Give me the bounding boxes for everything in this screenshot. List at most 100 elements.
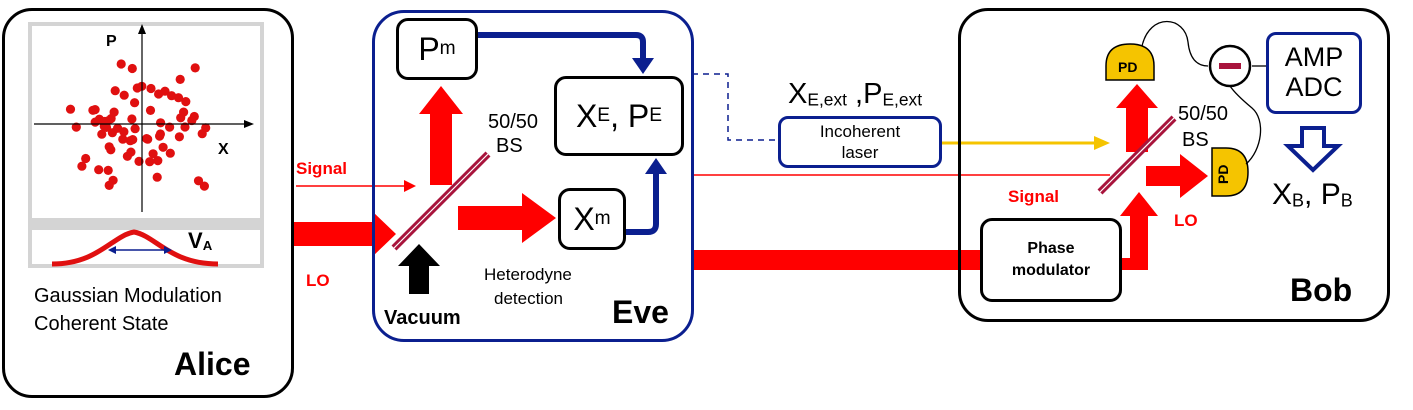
constellation-dot: [165, 148, 175, 158]
constellation-dot: [156, 118, 166, 128]
alice-panel: [2, 8, 294, 398]
lo-label-alice: LO: [306, 271, 330, 290]
pd-top-label: PD: [1118, 59, 1138, 75]
lo-beam-eve-bob: [692, 250, 982, 270]
constellation-dot: [127, 63, 137, 74]
constellation-dot: [104, 142, 114, 152]
signal-label-bob: Signal: [1008, 187, 1060, 206]
lo-beam-to-bob-bs: [1120, 192, 1158, 270]
constellation-dot: [110, 86, 120, 96]
constellation-dot: [180, 122, 190, 132]
constellation-dot: [128, 135, 138, 145]
alice-caption-line1: Gaussian Modulation: [34, 285, 222, 307]
constellation-dot: [173, 93, 184, 103]
lo-beam-alice: [294, 211, 396, 257]
constellation-dot: [103, 116, 113, 126]
constellation-dot: [119, 90, 129, 100]
constellation-dot: [167, 91, 177, 101]
constellation-dot: [94, 165, 104, 175]
xm-to-xe-head: [645, 158, 667, 174]
p-axis-label: P: [106, 33, 117, 50]
wire-pd-top: [1141, 20, 1209, 67]
bob-output-label: XB, PB: [1272, 178, 1353, 211]
constellation-dot: [126, 147, 136, 157]
x-axis-label: X: [218, 141, 229, 158]
constellation-dot: [187, 115, 197, 126]
bob-panel: [958, 8, 1390, 322]
constellation-dot: [130, 98, 140, 108]
constellation-dot: [90, 105, 100, 115]
constellation-dot: [104, 180, 114, 190]
constellation-area: [32, 26, 260, 218]
constellation-dot: [181, 97, 191, 107]
signal-label-alice: Signal: [296, 159, 348, 178]
constellation-dot: [155, 131, 165, 141]
constellation-dot: [134, 156, 144, 166]
constellation-dot: [90, 117, 100, 127]
minus-icon: [1219, 63, 1241, 69]
constellation-dot: [118, 134, 128, 144]
eve-bs-highlight: [393, 153, 489, 249]
p-axis-arrowhead: [138, 24, 146, 34]
gaussian-curve: [51, 229, 219, 267]
signal-arrowhead-alice: [404, 180, 416, 192]
variance-label: VA: [188, 228, 213, 253]
pd-right-shape: [1211, 147, 1249, 197]
variance-arrow-left: [108, 246, 116, 254]
x-axis-arrowhead: [244, 120, 254, 128]
heterodyne-label-line1: Heterodyne: [484, 265, 572, 284]
constellation-dot: [65, 104, 76, 114]
constellation-dot: [77, 161, 87, 171]
constellation-dot: [113, 123, 123, 133]
dashed-control-line: [692, 73, 778, 141]
vacuum-arrow: [398, 244, 440, 294]
bob-up-arrow: [1116, 84, 1158, 152]
eve-bs-label-line2: BS: [496, 135, 523, 157]
alice-caption-line2: Coherent State: [34, 313, 169, 335]
heterodyne-label-line2: detection: [494, 289, 563, 308]
constellation-dot: [160, 86, 170, 96]
constellation-dot: [190, 63, 200, 73]
bob-bs-label-line2: BS: [1182, 129, 1209, 151]
constellation-dots: [65, 59, 211, 191]
constellation-dot: [175, 74, 185, 84]
pm-to-xe-line: [478, 32, 646, 62]
bob-name: Bob: [1290, 272, 1353, 308]
eve-name: Eve: [612, 294, 669, 330]
constellation-dot: [201, 123, 211, 133]
eve-bs-label-line1: 50/50: [488, 111, 539, 133]
alice-name: Alice: [174, 346, 251, 382]
bob-bs-highlight: [1099, 117, 1175, 193]
constellation-dot: [143, 134, 153, 144]
output-arrow: [1283, 126, 1343, 173]
constellation-dot: [81, 153, 91, 164]
constellation-dot: [165, 122, 175, 132]
constellation-dot: [158, 142, 168, 152]
eve-panel: [372, 10, 694, 342]
laser-arrowhead: [1094, 136, 1110, 150]
constellation-dot: [103, 165, 113, 175]
constellation-dot: [193, 176, 204, 186]
constellation-dot: [146, 83, 156, 94]
lo-label-bob: LO: [1174, 211, 1198, 230]
constellation-dot: [176, 113, 186, 123]
pm-to-xe-head: [632, 58, 654, 74]
laser-output-label: XE,ext ,PE,ext: [788, 78, 923, 110]
alice-constellation-plot: [28, 22, 264, 268]
constellation-dot: [148, 149, 158, 159]
constellation-svg: [34, 24, 254, 267]
constellation-dot: [130, 124, 140, 134]
constellation-dot: [145, 105, 156, 115]
constellation-dot: [127, 114, 137, 124]
bob-right-arrow: [1146, 154, 1208, 198]
pd-right-label: PD: [1215, 164, 1231, 184]
bob-bs-label-line1: 50/50: [1178, 103, 1229, 125]
wire-pd-right: [1229, 85, 1262, 165]
constellation-dot: [153, 156, 163, 166]
